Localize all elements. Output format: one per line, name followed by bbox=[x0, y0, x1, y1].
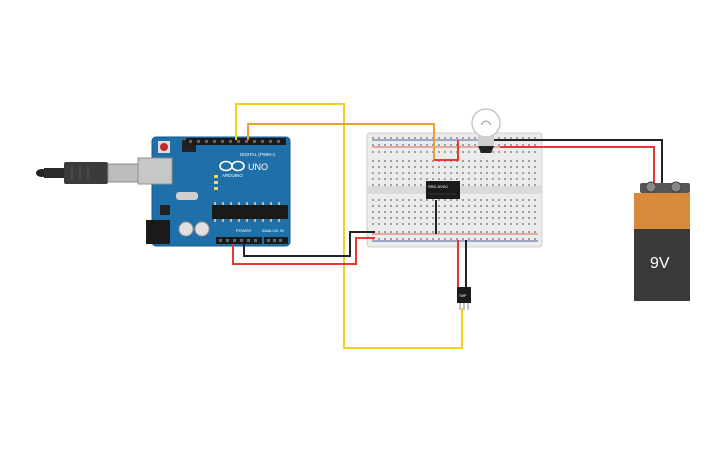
arduino-uno-board[interactable]: DIGITAL (PWM~) ARDUINO UNO POWER ANALOG bbox=[137, 136, 291, 247]
wire-red-relay[interactable] bbox=[434, 140, 459, 161]
sensor-label: TMP bbox=[459, 294, 467, 298]
wire-black-battery[interactable] bbox=[488, 139, 663, 188]
power-label: POWER bbox=[236, 228, 251, 233]
wire-yellow[interactable] bbox=[235, 103, 463, 349]
usb-cable[interactable] bbox=[36, 162, 139, 184]
arduino-brand: ARDUINO bbox=[222, 173, 243, 178]
analog-label: ANALOG IN bbox=[262, 228, 284, 233]
microcontroller-chip bbox=[212, 205, 288, 219]
temperature-sensor[interactable]: TMP bbox=[457, 287, 471, 310]
wire-orange[interactable] bbox=[247, 123, 435, 160]
power-header[interactable] bbox=[216, 237, 262, 244]
arduino-logo-icon bbox=[219, 160, 245, 172]
reset-button[interactable] bbox=[160, 143, 168, 151]
digital-header-label: DIGITAL (PWM~) bbox=[240, 152, 275, 157]
battery-9v[interactable]: 9V bbox=[634, 181, 690, 301]
breadboard-holes bbox=[372, 137, 536, 240]
relay-label: SRD-5VDC bbox=[428, 184, 449, 189]
relay-module[interactable]: SRD-5VDC bbox=[426, 181, 460, 199]
light-bulb[interactable] bbox=[471, 108, 501, 153]
digital-header[interactable] bbox=[186, 138, 286, 145]
wire-red-battery[interactable] bbox=[500, 146, 655, 188]
wire-red-5v[interactable] bbox=[232, 237, 375, 265]
battery-label: 9V bbox=[650, 255, 670, 272]
arduino-model: UNO bbox=[248, 162, 268, 172]
wire-black-gnd[interactable] bbox=[243, 231, 375, 257]
